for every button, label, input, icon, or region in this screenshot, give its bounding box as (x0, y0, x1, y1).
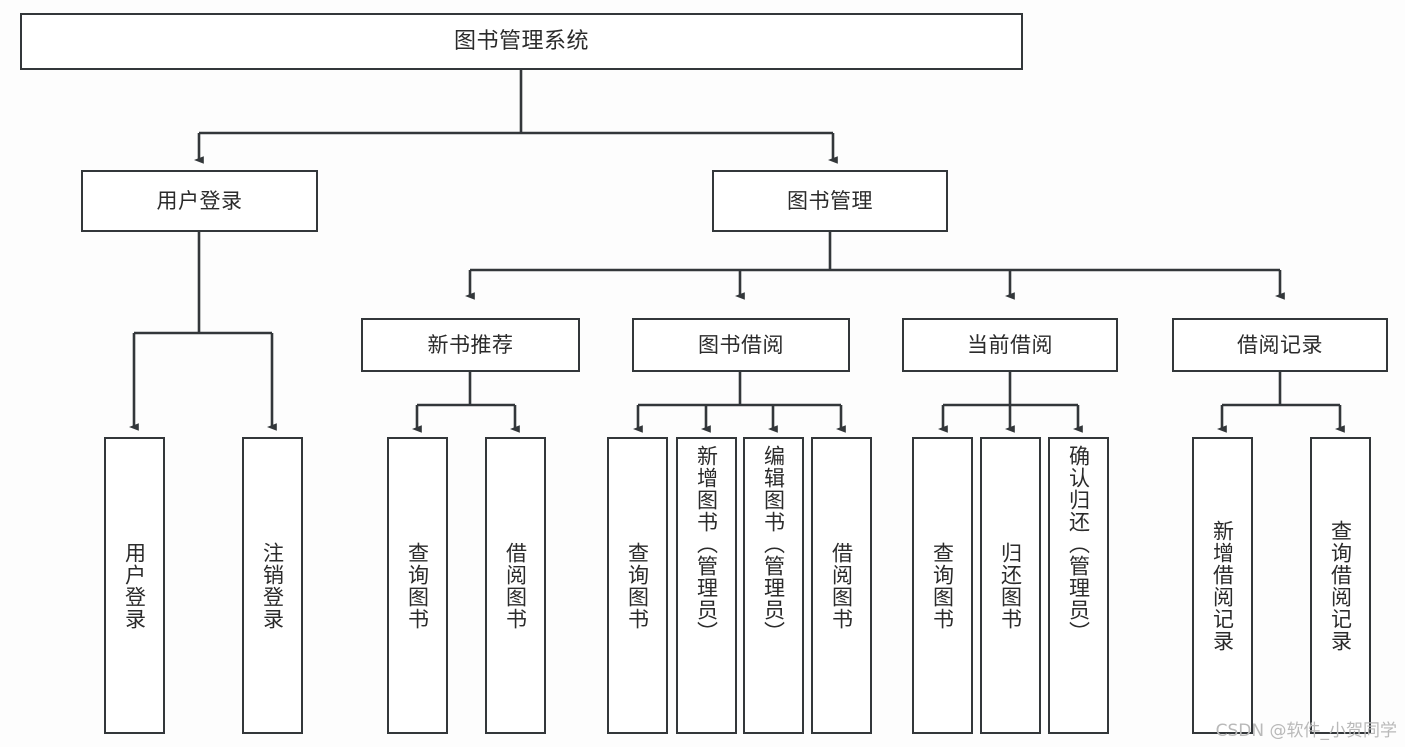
node-label: 用户登录 (122, 541, 147, 630)
leaf-query-book-current[interactable]: 查询图书 (912, 437, 973, 734)
node-label: 查询图书 (930, 541, 955, 630)
node-label: 确认归还（管理员） (1066, 445, 1091, 643)
leaf-query-borrow-record[interactable]: 查询借阅记录 (1310, 437, 1371, 734)
node-label: 新增借阅记录 (1210, 519, 1235, 652)
leaf-borrow-book-recommend[interactable]: 借阅图书 (485, 437, 546, 734)
node-label: 查询借阅记录 (1328, 519, 1353, 652)
leaf-add-book-admin[interactable]: 新增图书（管理员） (676, 437, 737, 734)
node-new-book-recommend[interactable]: 新书推荐 (361, 318, 580, 372)
leaf-confirm-return-admin[interactable]: 确认归还（管理员） (1048, 437, 1109, 734)
leaf-user-login[interactable]: 用户登录 (104, 437, 165, 734)
node-label: 注销登录 (260, 541, 285, 630)
node-label: 图书借阅 (698, 332, 784, 357)
node-label: 借阅记录 (1237, 332, 1323, 357)
node-book-management[interactable]: 图书管理 (712, 170, 948, 232)
node-label: 图书管理 (787, 188, 873, 213)
node-current-borrow[interactable]: 当前借阅 (902, 318, 1118, 372)
node-user-login[interactable]: 用户登录 (81, 170, 318, 232)
node-label: 新书推荐 (427, 332, 514, 357)
leaf-query-book-borrow[interactable]: 查询图书 (607, 437, 668, 734)
leaf-user-logout[interactable]: 注销登录 (242, 437, 303, 734)
node-label: 用户登录 (156, 188, 243, 213)
node-label: 当前借阅 (967, 332, 1053, 357)
leaf-add-borrow-record[interactable]: 新增借阅记录 (1192, 437, 1253, 734)
node-label: 查询图书 (405, 541, 430, 630)
leaf-query-book-recommend[interactable]: 查询图书 (387, 437, 448, 734)
node-label: 图书管理系统 (453, 28, 589, 54)
node-label: 归还图书 (998, 541, 1023, 630)
node-root-system[interactable]: 图书管理系统 (20, 13, 1023, 70)
node-label: 借阅图书 (503, 541, 528, 630)
node-label: 查询图书 (625, 541, 650, 630)
leaf-borrow-book[interactable]: 借阅图书 (811, 437, 872, 734)
node-label: 借阅图书 (829, 541, 854, 630)
node-book-borrow[interactable]: 图书借阅 (632, 318, 850, 372)
node-label: 编辑图书（管理员） (761, 445, 786, 643)
leaf-return-book[interactable]: 归还图书 (980, 437, 1041, 734)
node-label: 新增图书（管理员） (694, 445, 719, 643)
node-borrow-record[interactable]: 借阅记录 (1172, 318, 1388, 372)
leaf-edit-book-admin[interactable]: 编辑图书（管理员） (743, 437, 804, 734)
